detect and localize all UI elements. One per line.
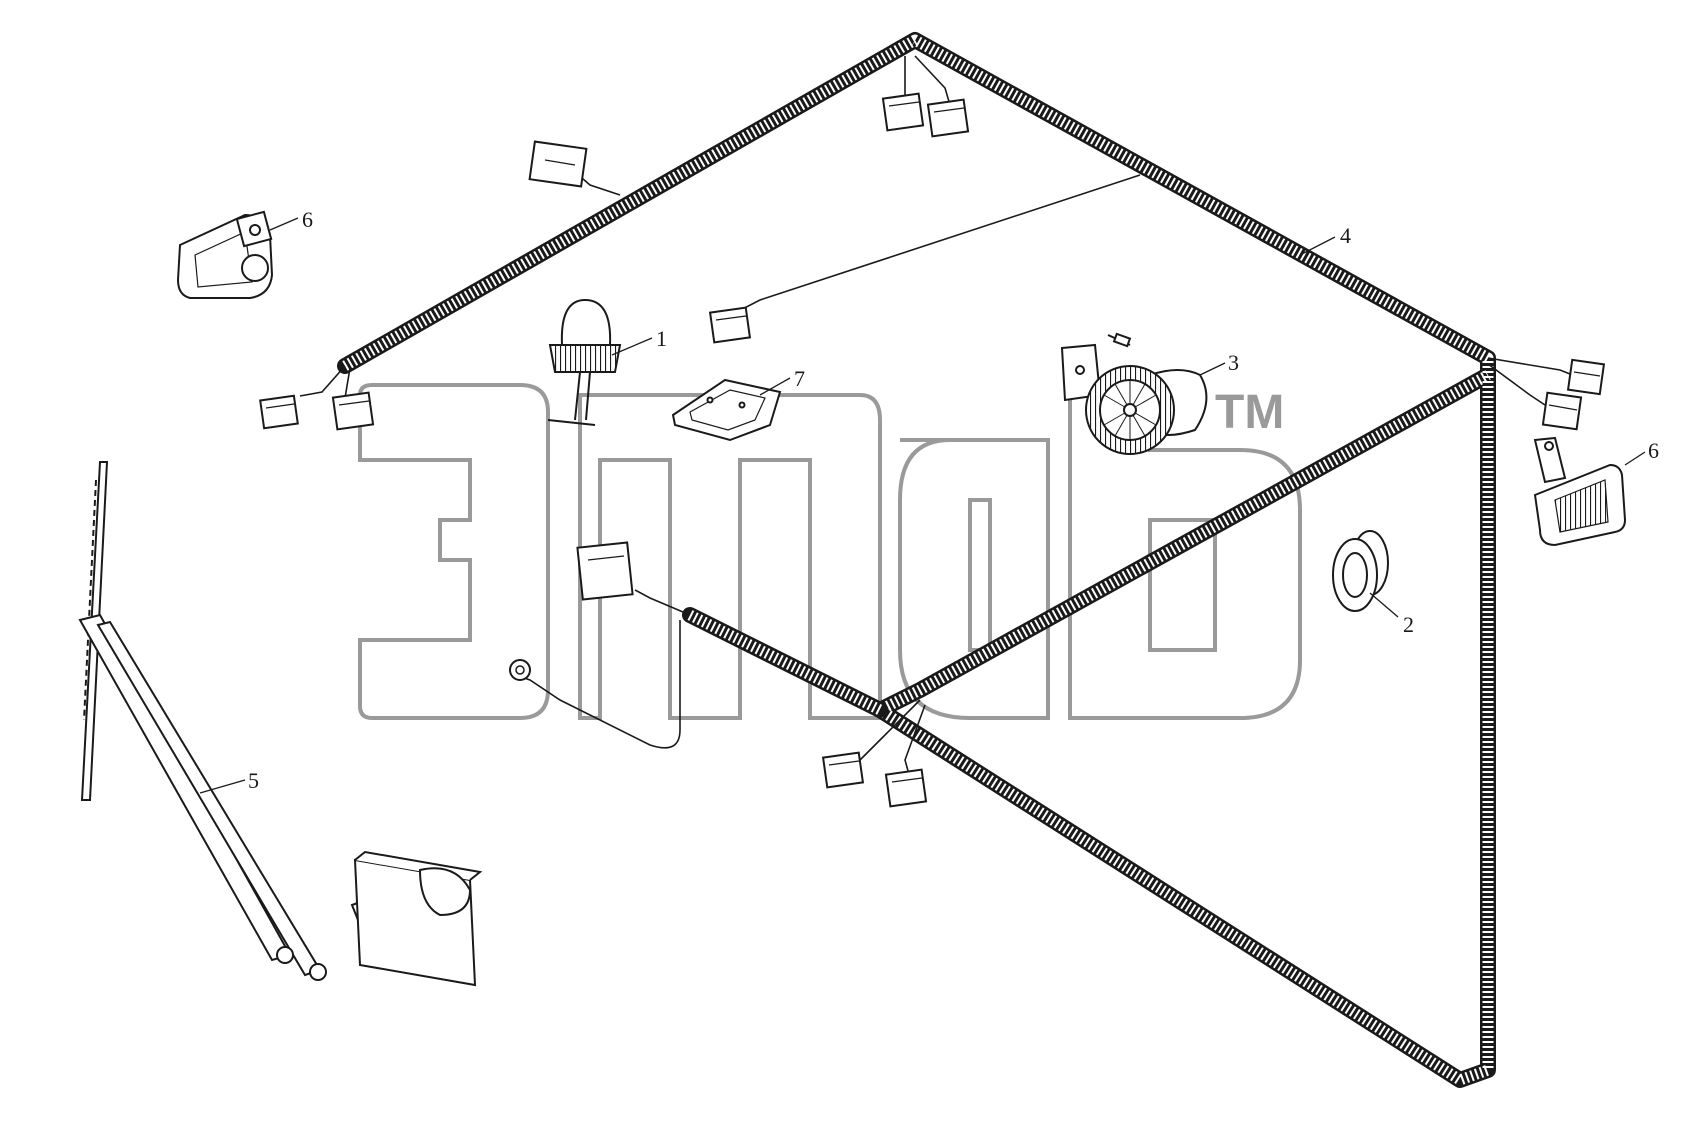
- connector: [576, 541, 634, 601]
- connector: [821, 751, 865, 789]
- watermark-tm: TM: [1215, 386, 1284, 439]
- callout-number: 6: [1648, 438, 1659, 463]
- callouts: [199, 217, 1646, 794]
- beacon-lamp: [547, 298, 622, 426]
- wiring-harness: [259, 32, 1606, 1088]
- watermark-logo: [358, 383, 1302, 720]
- part-numbers: 1 2 3 4 5 6 6 7: [248, 207, 1659, 793]
- callout-number: 4: [1340, 223, 1351, 248]
- callout-number: 7: [794, 366, 805, 391]
- plate: [671, 378, 782, 442]
- connector: [881, 92, 925, 132]
- grommet: [1332, 530, 1389, 612]
- connector: [884, 768, 928, 808]
- connector: [1541, 391, 1583, 431]
- work-lamp-left: [176, 210, 274, 299]
- connector: [1566, 358, 1606, 396]
- callout-number: 5: [248, 768, 259, 793]
- callout-number: 3: [1228, 350, 1239, 375]
- connector: [708, 306, 752, 344]
- work-lamp-right: [1533, 436, 1627, 547]
- connector: [926, 98, 970, 138]
- callout-number: 6: [302, 207, 313, 232]
- connector: [259, 394, 299, 430]
- wiper-assembly: [78, 461, 483, 987]
- connector: [331, 391, 375, 431]
- connector: [528, 140, 588, 188]
- callout-number: 1: [656, 326, 667, 351]
- cab-fan: [1060, 332, 1208, 455]
- callout-number: 2: [1403, 612, 1414, 637]
